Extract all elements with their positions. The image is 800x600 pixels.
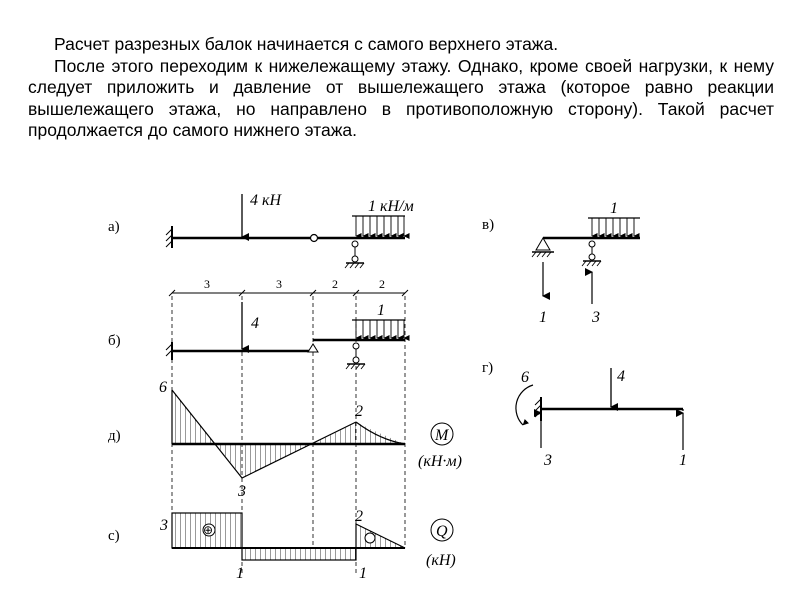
- force-label-b: 4: [251, 315, 259, 332]
- diagram-a: 4 кН 1 кН/м: [165, 192, 414, 269]
- react-label-v2: 3: [591, 309, 600, 326]
- dim-1: 3: [204, 277, 210, 291]
- moment-diagram: 6 3 2 M (кН·м): [159, 379, 462, 500]
- diagram-v: 1 1 3: [531, 200, 640, 326]
- moment-label-max: 6: [159, 379, 167, 396]
- description-text: Расчет разрезных балок начинается с само…: [28, 34, 774, 142]
- pin-support-icon: [307, 343, 319, 353]
- react-label-g1: 3: [543, 452, 552, 469]
- label-d: д): [108, 428, 121, 444]
- diagram-g: 4 6 3 1: [515, 368, 687, 469]
- label-c: с): [108, 528, 120, 544]
- moment-label-min: 3: [237, 483, 246, 500]
- shear-units: (кН): [426, 552, 456, 569]
- roller-support-icon: [581, 240, 602, 267]
- force-label-g: 4: [617, 368, 625, 385]
- load-label-v: 1: [610, 200, 618, 217]
- plus-sign-icon: ⊕: [203, 523, 213, 537]
- dim-3: 2: [332, 277, 338, 291]
- react-label-v1: 1: [539, 309, 547, 326]
- roller-support-icon: [344, 240, 365, 269]
- paragraph-1: Расчет разрезных балок начинается с само…: [54, 34, 559, 54]
- force-label-a: 4 кН: [250, 192, 282, 209]
- moment-symbol: M: [434, 427, 450, 444]
- paragraph-2: После этого переходим к нижележащему эта…: [28, 55, 774, 141]
- pin-support-icon: [535, 237, 551, 251]
- moment-label-peak: 2: [355, 403, 363, 420]
- load-label-a: 1 кН/м: [368, 198, 414, 215]
- dim-2: 3: [276, 277, 282, 291]
- shear-label-br: 1: [359, 565, 367, 582]
- shear-label-bl: 1: [236, 565, 244, 582]
- diagram-b: 4 1: [165, 302, 410, 370]
- shear-label-tr: 2: [355, 508, 363, 525]
- roller-support-icon: [345, 342, 366, 370]
- hinge-icon: [309, 233, 319, 243]
- dim-4: 2: [379, 277, 385, 291]
- load-label-b: 1: [377, 302, 385, 319]
- moment-arrow-icon: [515, 384, 534, 426]
- label-g: г): [482, 360, 493, 376]
- shear-diagram: ⊕ 3 1 2 1 Q (кН): [159, 508, 456, 582]
- shear-symbol: Q: [436, 523, 448, 540]
- dimension-line: 3 3 2 2: [168, 277, 409, 297]
- label-v: в): [482, 217, 494, 233]
- shear-label-left: 3: [159, 517, 168, 534]
- label-a: а): [108, 219, 120, 235]
- moment-units: (кН·м): [418, 453, 462, 470]
- moment-label-g: 6: [521, 369, 529, 386]
- label-b: б): [108, 333, 121, 349]
- react-label-g2: 1: [679, 452, 687, 469]
